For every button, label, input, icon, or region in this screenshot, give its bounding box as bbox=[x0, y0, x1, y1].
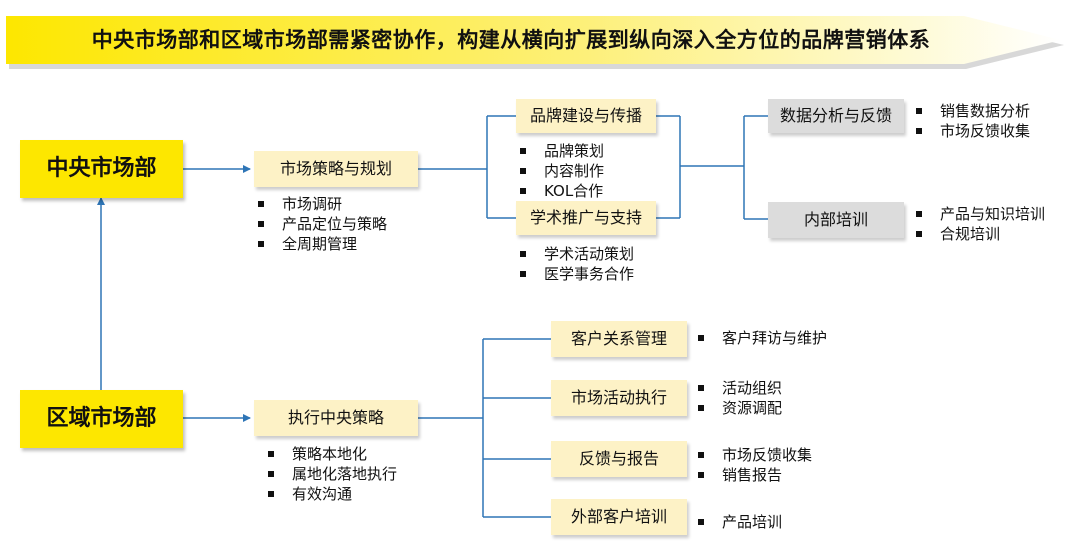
list-item: 策略本地化 bbox=[264, 444, 397, 464]
list-item: 销售数据分析 bbox=[912, 101, 1030, 121]
data-analysis-label: 数据分析与反馈 bbox=[779, 106, 892, 125]
activity-bullets: 活动组织 资源调配 bbox=[694, 378, 782, 418]
list-item: 活动组织 bbox=[694, 378, 782, 398]
marketing-activity-box: 市场活动执行 bbox=[551, 380, 687, 416]
list-item: 医学事务合作 bbox=[516, 264, 634, 284]
report-label: 反馈与报告 bbox=[578, 449, 659, 468]
banner-title: 中央市场部和区域市场部需紧密协作，构建从横向扩展到纵向深入全方位的品牌营销体系 bbox=[91, 28, 931, 52]
internal-training-label: 内部培训 bbox=[803, 210, 868, 229]
internal-training-bullets: 产品与知识培训 合规培训 bbox=[912, 204, 1045, 244]
regional-dept-label: 区域市场部 bbox=[46, 406, 157, 431]
academic-bullets: 学术活动策划 医学事务合作 bbox=[516, 244, 634, 284]
strategy-planning-box: 市场策略与规划 bbox=[254, 151, 418, 187]
data-analysis-bullets: 销售数据分析 市场反馈收集 bbox=[912, 101, 1030, 141]
crm-bullets: 客户拜访与维护 bbox=[694, 328, 827, 348]
internal-training-box: 内部培训 bbox=[768, 202, 904, 238]
brand-label: 品牌建设与传播 bbox=[529, 106, 642, 125]
list-item: KOL合作 bbox=[516, 181, 604, 201]
list-item: 市场调研 bbox=[254, 194, 387, 214]
list-item: 产品与知识培训 bbox=[912, 204, 1045, 224]
external-training-label: 外部客户培训 bbox=[570, 507, 667, 526]
list-item: 资源调配 bbox=[694, 398, 782, 418]
central-marketing-dept: 中央市场部 bbox=[20, 140, 183, 198]
execute-bullets: 策略本地化 属地化落地执行 有效沟通 bbox=[264, 444, 397, 504]
list-item: 市场反馈收集 bbox=[694, 445, 812, 465]
data-analysis-box: 数据分析与反馈 bbox=[768, 99, 904, 133]
strategy-bullets: 市场调研 产品定位与策略 全周期管理 bbox=[254, 194, 387, 254]
academic-label: 学术推广与支持 bbox=[529, 208, 642, 227]
external-training-bullets: 产品培训 bbox=[694, 512, 782, 532]
brand-building-box: 品牌建设与传播 bbox=[516, 99, 656, 133]
external-training-box: 外部客户培训 bbox=[551, 499, 687, 535]
title-banner: 中央市场部和区域市场部需紧密协作，构建从横向扩展到纵向深入全方位的品牌营销体系 bbox=[6, 16, 1066, 70]
list-item: 学术活动策划 bbox=[516, 244, 634, 264]
report-bullets: 市场反馈收集 销售报告 bbox=[694, 445, 812, 485]
list-item: 合规培训 bbox=[912, 224, 1045, 244]
regional-marketing-dept: 区域市场部 bbox=[20, 390, 183, 448]
list-item: 客户拜访与维护 bbox=[694, 328, 827, 348]
activity-label: 市场活动执行 bbox=[570, 388, 667, 407]
crm-label: 客户关系管理 bbox=[570, 329, 667, 348]
central-dept-label: 中央市场部 bbox=[46, 156, 157, 181]
list-item: 产品定位与策略 bbox=[254, 214, 387, 234]
execute-strategy-box: 执行中央策略 bbox=[254, 400, 418, 436]
brand-bullets: 品牌策划 内容制作 KOL合作 bbox=[516, 141, 604, 201]
list-item: 有效沟通 bbox=[264, 484, 397, 504]
list-item: 内容制作 bbox=[516, 161, 604, 181]
feedback-report-box: 反馈与报告 bbox=[551, 441, 687, 477]
customer-relationship-box: 客户关系管理 bbox=[551, 321, 687, 357]
strategy-label: 市场策略与规划 bbox=[279, 159, 392, 178]
execute-label: 执行中央策略 bbox=[287, 408, 384, 427]
list-item: 属地化落地执行 bbox=[264, 464, 397, 484]
list-item: 全周期管理 bbox=[254, 234, 387, 254]
list-item: 产品培训 bbox=[694, 512, 782, 532]
banner-arrow-shape bbox=[6, 16, 1064, 69]
list-item: 市场反馈收集 bbox=[912, 121, 1030, 141]
list-item: 销售报告 bbox=[694, 465, 812, 485]
list-item: 品牌策划 bbox=[516, 141, 604, 161]
academic-promotion-box: 学术推广与支持 bbox=[516, 201, 656, 235]
